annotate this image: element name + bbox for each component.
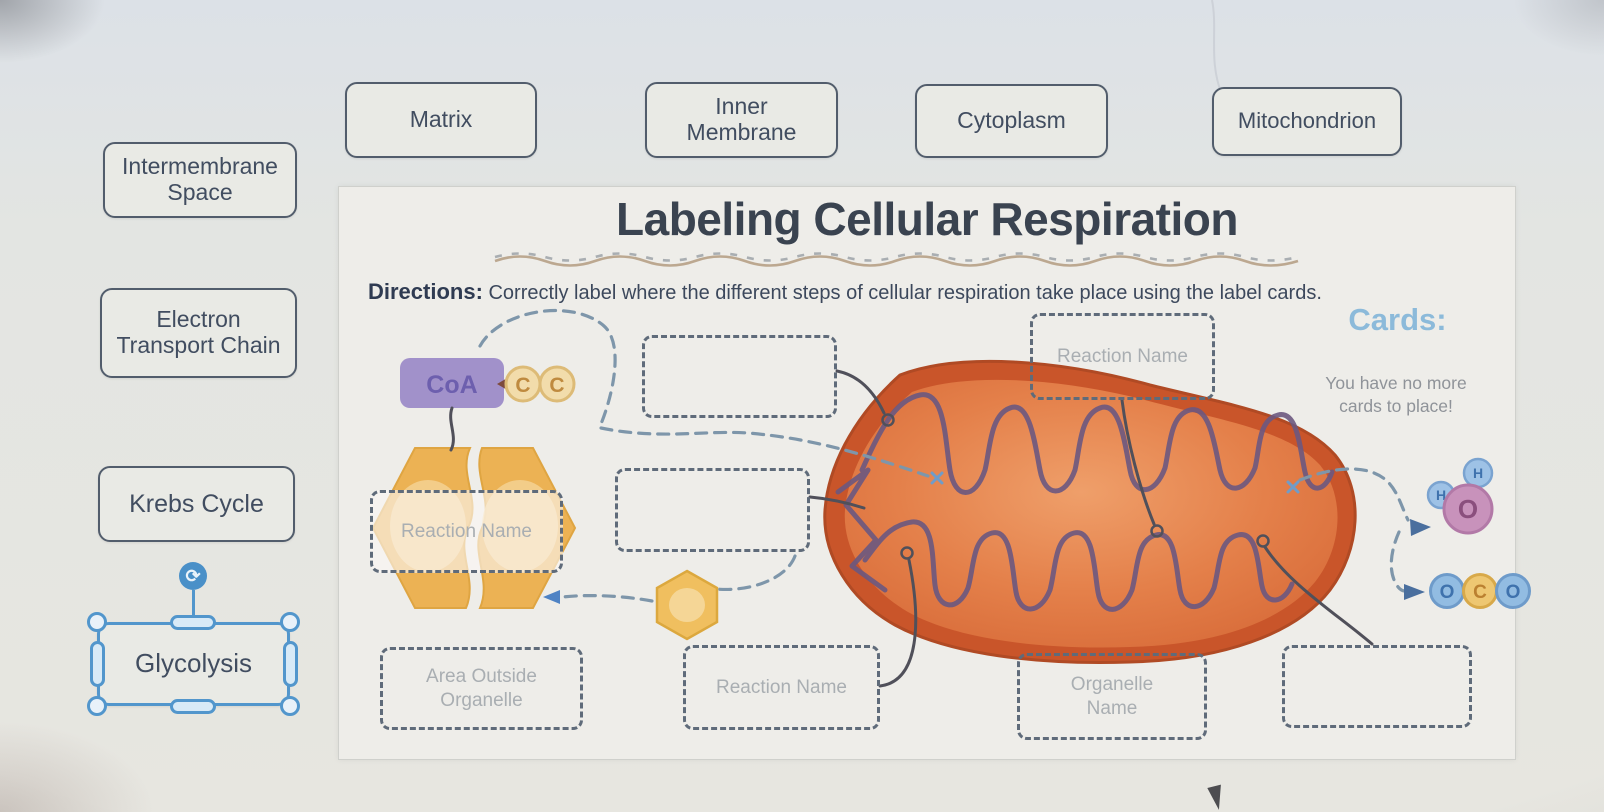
rotate-handle[interactable]: ⟳ [179, 562, 207, 590]
dropzone-middle[interactable] [615, 468, 810, 552]
directions-text: Directions: Correctly label where the di… [368, 279, 1322, 304]
selection-handle-left-middle[interactable] [90, 641, 105, 687]
label-card-inner-membrane[interactable]: Inner Membrane [645, 82, 838, 158]
label-card-intermembrane-space[interactable]: Intermembrane Space [103, 142, 297, 218]
rotate-handle-stem [192, 590, 195, 617]
selection-handle-top-left[interactable] [87, 612, 107, 632]
label-card-matrix[interactable]: Matrix [345, 82, 537, 158]
dropzone-reaction-top[interactable]: Reaction Name [1030, 313, 1215, 400]
dropzone-top-middle[interactable] [642, 335, 837, 418]
rotate-icon: ⟳ [185, 566, 201, 586]
directions-label: Directions: [368, 279, 483, 304]
selection-handle-bottom-middle[interactable] [170, 699, 216, 714]
selection-handle-right-middle[interactable] [283, 641, 298, 687]
worksheet-title: Labeling Cellular Respiration [616, 193, 1238, 245]
selection-handle-top-right[interactable] [280, 612, 300, 632]
label-card-cytoplasm[interactable]: Cytoplasm [915, 84, 1108, 158]
no-cards-message: You have no more cards to place! [1325, 373, 1467, 417]
photo-crease-artifact [1211, 0, 1223, 96]
label-card-electron-transport-chain[interactable]: Electron Transport Chain [100, 288, 297, 378]
dropzone-bottom-right[interactable] [1282, 645, 1472, 728]
dropzone-area-outside-organelle[interactable]: Area Outside Organelle [380, 647, 583, 730]
label-card-glycolysis[interactable]: Glycolysis [97, 622, 290, 706]
dropzone-reaction-bottom[interactable]: Reaction Name [683, 645, 880, 730]
cards-panel-heading: Cards: [1348, 302, 1447, 337]
selection-handle-top-middle[interactable] [170, 615, 216, 630]
label-card-krebs-cycle[interactable]: Krebs Cycle [98, 466, 295, 542]
mouse-cursor-icon [1207, 784, 1227, 812]
selection-handle-bottom-left[interactable] [87, 696, 107, 716]
label-card-mitochondrion[interactable]: Mitochondrion [1212, 87, 1402, 156]
dropzone-organelle-name[interactable]: Organelle Name [1017, 653, 1207, 740]
dropzone-glucose[interactable]: Reaction Name [370, 490, 563, 573]
selection-handle-bottom-right[interactable] [280, 696, 300, 716]
